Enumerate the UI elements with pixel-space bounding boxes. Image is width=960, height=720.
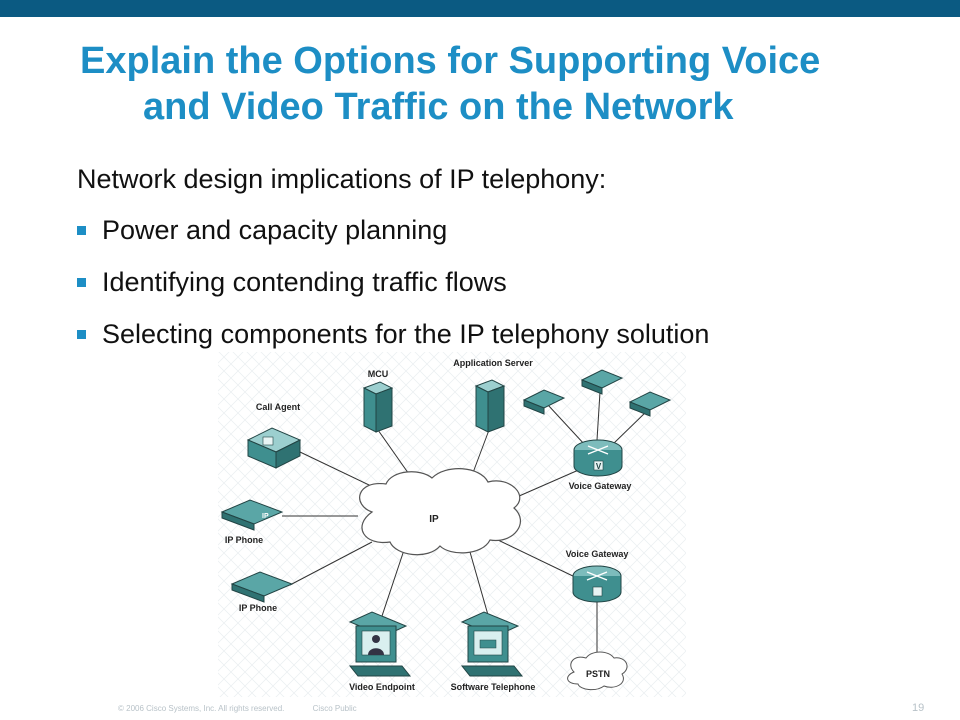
- mcu-label: MCU: [368, 369, 389, 379]
- footer-copyright: © 2006 Cisco Systems, Inc. All rights re…: [118, 704, 285, 713]
- link-software-telephone: [469, 551, 491, 623]
- pstn-label: PSTN: [586, 669, 610, 679]
- ip-cloud-icon: [359, 468, 521, 556]
- software-telephone-icon: [460, 611, 524, 677]
- application-server-label: Application Server: [453, 358, 533, 368]
- video-endpoint-icon: [348, 611, 412, 677]
- call-agent-icon: [246, 427, 302, 469]
- footer-classification: Cisco Public: [312, 704, 357, 713]
- ip-phone-1-icon: IP: [220, 499, 284, 531]
- bullet-text: Identifying contending traffic flows: [102, 267, 507, 297]
- bullet-item: Identifying contending traffic flows: [77, 264, 709, 316]
- bullet-square-icon: [77, 330, 86, 339]
- voice-gateway-tag: V: [596, 462, 602, 471]
- voice-gateway-bottom-icon: [572, 565, 622, 603]
- ip-phone-2-icon: [230, 571, 294, 603]
- phone-a-icon: [522, 389, 566, 415]
- link-voice-gateway-bottom: [497, 539, 578, 579]
- bullet-item: Selecting components for the IP telephon…: [77, 316, 709, 368]
- intro-text: Network design implications of IP teleph…: [77, 164, 607, 194]
- link-ip-phone-2: [289, 541, 373, 586]
- link-phone-c: [611, 409, 649, 446]
- top-bar: [0, 0, 960, 17]
- bullet-item: Power and capacity planning: [77, 212, 709, 264]
- software-telephone-label: Software Telephone: [451, 682, 536, 692]
- page-number: 19: [912, 702, 925, 714]
- application-server-icon: [474, 379, 506, 433]
- link-phone-b: [596, 391, 601, 441]
- footer: © 2006 Cisco Systems, Inc. All rights re…: [118, 704, 383, 713]
- ip-phone-tag: IP: [262, 513, 269, 520]
- bullet-square-icon: [77, 278, 86, 287]
- bullet-list: Power and capacity planning Identifying …: [77, 212, 709, 368]
- voice-gateway-top-icon: V: [573, 439, 623, 477]
- ip-phone-1-label: IP Phone: [225, 535, 263, 545]
- phone-b-icon: [580, 369, 624, 395]
- video-endpoint-label: Video Endpoint: [349, 682, 415, 692]
- link-video-endpoint: [379, 549, 405, 623]
- bullet-square-icon: [77, 226, 86, 235]
- call-agent-label: Call Agent: [256, 402, 300, 412]
- bullet-text: Selecting components for the IP telephon…: [102, 319, 710, 349]
- phone-c-icon: [628, 391, 672, 417]
- title-line-2: and Video Traffic on the Network: [143, 86, 734, 128]
- cloud-label: IP: [429, 514, 439, 525]
- slide-title: Explain the Options for Supporting Voice…: [0, 38, 960, 130]
- voice-gateway-top-label: Voice Gateway: [569, 481, 632, 491]
- mcu-server-icon: [362, 381, 394, 433]
- ip-phone-2-label: IP Phone: [239, 603, 277, 613]
- link-phone-a: [547, 404, 586, 446]
- bullet-text: Power and capacity planning: [102, 215, 448, 245]
- title-line-1: Explain the Options for Supporting Voice: [80, 40, 821, 82]
- voice-gateway-bottom-label: Voice Gateway: [566, 549, 629, 559]
- pstn-cloud-icon: [567, 651, 628, 691]
